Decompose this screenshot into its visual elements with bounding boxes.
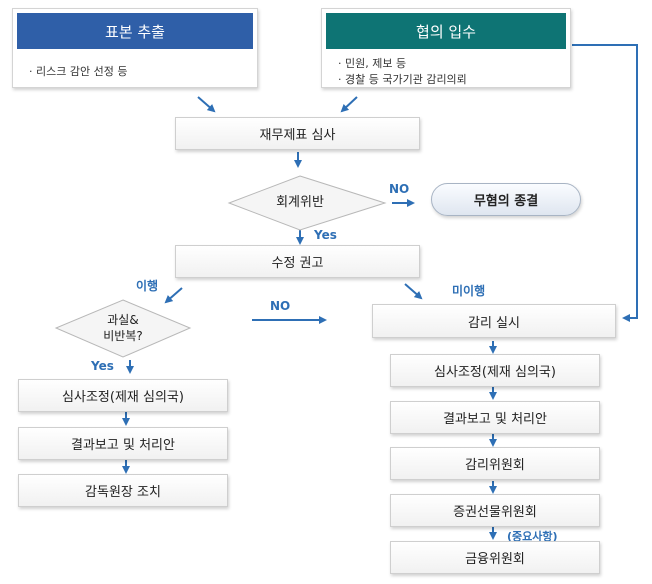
yes-label-2: Yes xyxy=(91,359,114,373)
negligence-line-2: 비반복? xyxy=(103,329,143,343)
receipt-bullet-1: · 민원, 제보 등 xyxy=(338,57,407,70)
comply-label: 이행 xyxy=(136,279,159,293)
not-comply-label: 미이행 xyxy=(452,284,486,298)
sampling-bullet: · 리스크 감안 선정 등 xyxy=(29,65,128,78)
receipt-panel: 협의 입수 · 민원, 제보 등 · 경찰 등 국가기관 감리의뢰 xyxy=(321,8,571,88)
yes-label: Yes xyxy=(314,228,337,242)
receipt-bullet-2: · 경찰 등 국가기관 감리의뢰 xyxy=(338,73,467,86)
receipt-title: 협의 입수 xyxy=(326,13,566,49)
right-step-6: 금융위원회 xyxy=(390,541,600,574)
no-label: NO xyxy=(389,182,410,196)
sampling-panel: 표본 추출 · 리스크 감안 선정 등 xyxy=(12,8,258,88)
sampling-title: 표본 추출 xyxy=(17,13,253,49)
violation-diamond xyxy=(227,175,387,231)
important-note: (중요사항) xyxy=(507,530,558,543)
arrow-sampling-to-review xyxy=(197,96,216,113)
negligence-line-1: 과실& xyxy=(107,313,139,327)
left-step-2: 결과보고 및 처리안 xyxy=(18,427,228,460)
violation-decision-label: 회계위반 xyxy=(276,195,324,210)
negligence-diamond xyxy=(54,299,192,358)
no-violation-end: 무혐의 종결 xyxy=(431,183,581,216)
right-step-2: 심사조정(제재 심의국) xyxy=(390,354,600,387)
arrow-receipt-to-audit xyxy=(572,44,638,322)
no-label-2: NO xyxy=(270,299,291,313)
right-step-3: 결과보고 및 처리안 xyxy=(390,401,600,434)
left-step-3: 감독원장 조치 xyxy=(18,474,228,507)
right-step-5: 증권선물위원회 xyxy=(390,494,600,527)
arrow-correction-comply xyxy=(164,287,183,304)
review-box: 재무제표 심사 xyxy=(175,117,420,150)
right-step-4: 감리위원회 xyxy=(390,447,600,480)
left-step-1: 심사조정(제재 심의국) xyxy=(18,379,228,412)
right-step-audit: 감리 실시 xyxy=(372,304,616,338)
correction-box: 수정 권고 xyxy=(175,245,420,278)
arrow-receipt-to-review xyxy=(340,96,358,113)
arrow-correction-notcomply xyxy=(404,283,423,300)
